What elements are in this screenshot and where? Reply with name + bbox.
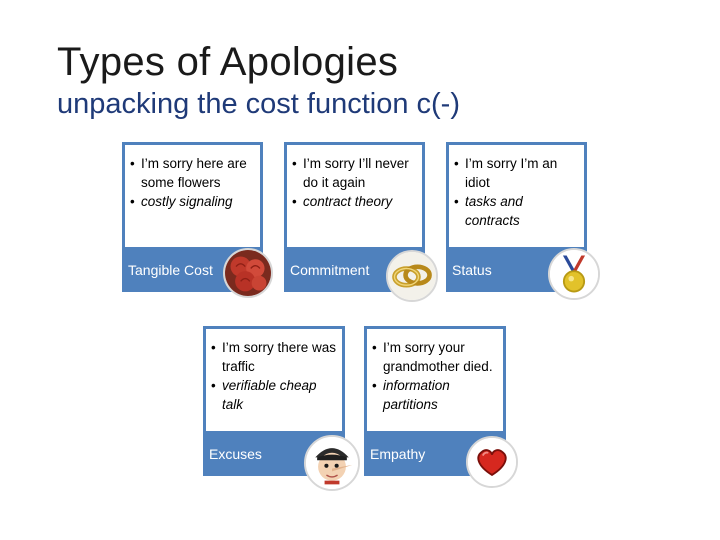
card-text-box: •I’m sorry I’m an idiot •tasks and contr… [446,142,587,250]
bullet-item: •I’m sorry your grandmother died. [372,340,493,374]
bullet-item: •verifiable cheap talk [211,378,317,412]
card-label: Tangible Cost [128,262,213,278]
bullet-item: •contract theory [292,194,393,209]
slide-title: Types of Apologies [57,40,399,84]
roses-icon [223,248,273,298]
card-label: Excuses [209,446,262,462]
card-text-box: •I’m sorry I’ll never do it again •contr… [284,142,425,250]
bullet-item: •I’m sorry there was traffic [211,340,337,374]
card-label: Status [452,262,492,278]
card-text-box: •I’m sorry there was traffic •verifiable… [203,326,345,434]
bullet-item: •costly signaling [130,194,233,209]
card-label: Empathy [370,446,426,462]
bullet-item: •I’m sorry I’ll never do it again [292,156,409,190]
card-text-box: •I’m sorry your grandmother died. •infor… [364,326,506,434]
bullet-item: •I’m sorry here are some flowers [130,156,247,190]
wedding-rings-icon [386,250,438,302]
card-empathy: •I’m sorry your grandmother died. •infor… [364,326,534,491]
card-label: Commitment [290,262,370,278]
slide-subtitle: unpacking the cost function c(-) [57,88,460,120]
card-excuses: •I’m sorry there was traffic •verifiable… [203,326,373,491]
card-status: •I’m sorry I’m an idiot •tasks and contr… [446,142,601,302]
pinocchio-icon [304,435,360,491]
card-tangible-cost: •I’m sorry here are some flowers •costly… [122,142,273,302]
card-text-box: •I’m sorry here are some flowers •costly… [122,142,263,250]
bullet-item: •information partitions [372,378,450,412]
bullet-item: •tasks and contracts [454,194,523,228]
medal-icon [548,248,600,300]
heart-icon [466,436,518,488]
card-commitment: •I’m sorry I’ll never do it again •contr… [284,142,439,302]
bullet-item: •I’m sorry I’m an idiot [454,156,558,190]
